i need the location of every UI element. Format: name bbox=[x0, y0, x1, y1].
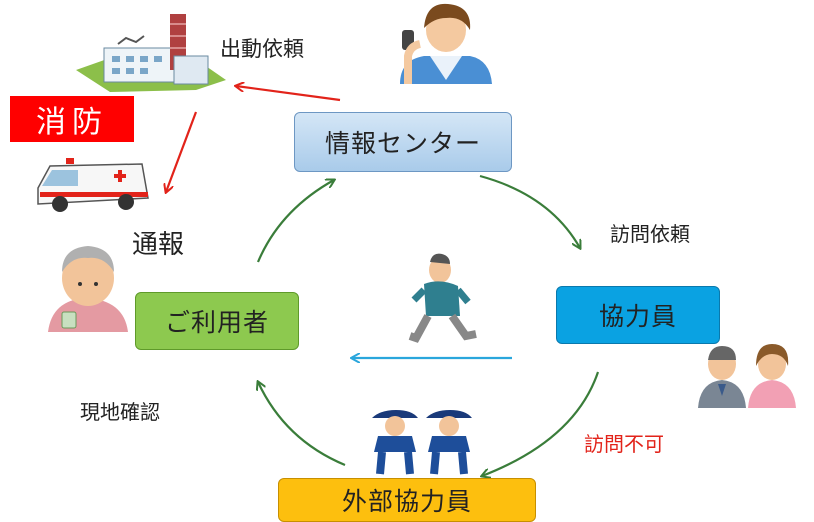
info-center-node: 情報センター bbox=[294, 112, 512, 172]
external-cooperator-label: 外部協力員 bbox=[341, 487, 472, 516]
elderly-user-icon bbox=[48, 246, 128, 332]
cooperator-label: 協力員 bbox=[598, 302, 677, 331]
arrow-center-to-fire bbox=[236, 86, 341, 102]
visit-impossible-label: 訪問不可 bbox=[584, 432, 664, 456]
notify-label: 通報 bbox=[132, 230, 185, 260]
cooperator-node: 協力員 bbox=[556, 286, 720, 344]
dispatch-request-label: 出動依頼 bbox=[220, 37, 304, 61]
user-node: ご利用者 bbox=[135, 292, 299, 350]
arrow-external-to-user bbox=[258, 382, 346, 467]
fire-station-icon bbox=[76, 14, 226, 92]
arrow-center-to-cooperator bbox=[479, 174, 580, 248]
external-cooperator-node: 外部協力員 bbox=[278, 478, 536, 522]
fire-department-label: 消防 bbox=[10, 96, 134, 142]
arrow-fire-to-ambulance bbox=[166, 111, 198, 192]
site-check-label: 現地確認 bbox=[80, 400, 160, 424]
cooperators-icon bbox=[698, 344, 796, 408]
police-officer-icon bbox=[372, 410, 472, 475]
info-center-label: 情報センター bbox=[324, 129, 481, 158]
visit-request-label: 訪問依頼 bbox=[610, 222, 690, 246]
arrow-user-to-center bbox=[256, 180, 334, 263]
arrow-cooperator-to-external bbox=[482, 371, 600, 476]
operator-icon bbox=[400, 3, 492, 84]
ambulance-icon bbox=[37, 158, 149, 212]
walking-man-icon bbox=[408, 253, 477, 343]
user-label: ご利用者 bbox=[164, 308, 269, 337]
